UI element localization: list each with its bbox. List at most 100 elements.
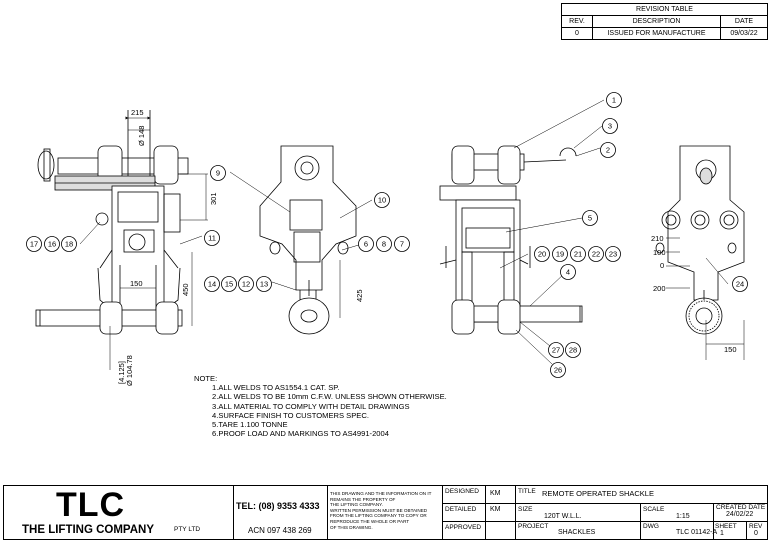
svg-text:7: 7 <box>400 240 404 249</box>
front-view-middle <box>259 145 357 335</box>
rev-header: REV. <box>561 15 593 28</box>
svg-text:26: 26 <box>554 366 562 375</box>
item-balloon-2: 2 <box>600 142 616 158</box>
item-balloon-19: 19 <box>552 246 568 262</box>
side-view-left <box>35 110 189 335</box>
item-balloon-20: 20 <box>534 246 550 262</box>
svg-text:4: 4 <box>566 268 570 277</box>
svg-text:24: 24 <box>736 280 744 289</box>
svg-text:14: 14 <box>208 280 216 289</box>
project-value: SHACKLES <box>558 529 596 536</box>
notes-heading: NOTE: <box>194 374 218 383</box>
description-header: DESCRIPTION <box>592 15 721 28</box>
scale-value: 1:15 <box>676 513 690 520</box>
item-balloon-10: 10 <box>374 192 390 208</box>
drawing-notes: NOTE: 1.ALL WELDS TO AS1554.1 CAT. SP. 2… <box>194 374 447 438</box>
item-balloon-23: 23 <box>605 246 621 262</box>
item-balloon-14: 14 <box>204 276 220 292</box>
project-label: PROJECT <box>518 523 549 530</box>
title-label: TITLE <box>518 488 536 495</box>
note-6: 6.PROOF LOAD AND MARKINGS TO AS4991-2004 <box>212 429 389 439</box>
svg-text:17: 17 <box>30 240 38 249</box>
designed-value: KM <box>490 490 501 497</box>
dim-200: 200 <box>653 284 666 293</box>
item-balloon-9: 9 <box>210 165 226 181</box>
svg-text:13: 13 <box>260 280 268 289</box>
svg-text:16: 16 <box>48 240 56 249</box>
scale-label: SCALE <box>643 506 665 513</box>
item-balloon-24: 24 <box>732 276 748 292</box>
copyright-notice: THIS DRAWING AND THE INFORMATION ON IT R… <box>330 491 432 530</box>
detailed-label: DETAILED <box>445 506 477 513</box>
acn: ACN 097 438 269 <box>248 526 312 535</box>
svg-text:5: 5 <box>588 214 592 223</box>
note-1: 1.ALL WELDS TO AS1554.1 CAT. SP. <box>212 383 340 393</box>
svg-text:15: 15 <box>225 280 233 289</box>
dim-4125: [4.125] <box>117 361 126 384</box>
note-2: 2.ALL WELDS TO BE 10mm C.F.W. UNLESS SHO… <box>212 392 447 402</box>
note-5: 5.TARE 1.100 TONNE <box>212 420 288 430</box>
svg-text:28: 28 <box>569 346 577 355</box>
dim-10478: Ø 104.78 <box>125 355 134 386</box>
company-name: THE LIFTING COMPANY <box>22 524 155 536</box>
note-3: 3.ALL MATERIAL TO COMPLY WITH DETAIL DRA… <box>212 401 410 411</box>
title-value: REMOTE OPERATED SHACKLE <box>542 489 654 498</box>
item-balloon-12: 12 <box>238 276 254 292</box>
item-balloon-4: 4 <box>560 264 576 280</box>
dim-0: 0 <box>660 261 664 270</box>
item-balloon-11: 11 <box>204 230 220 246</box>
company-pty: PTY LTD <box>174 526 201 533</box>
item-balloon-6: 6 <box>358 236 374 252</box>
svg-text:23: 23 <box>609 250 617 259</box>
svg-text:22: 22 <box>592 250 600 259</box>
item-balloon-28: 28 <box>565 342 581 358</box>
size-value: 120T W.L.L. <box>544 513 582 520</box>
telephone: TEL: (08) 9353 4333 <box>236 501 320 511</box>
svg-text:10: 10 <box>378 196 386 205</box>
item-balloon-26: 26 <box>550 362 566 378</box>
dim-150-right: 150 <box>724 345 737 354</box>
dim-210: 210 <box>651 234 664 243</box>
created-date-label: CREATED DATE <box>716 504 766 511</box>
svg-text:20: 20 <box>538 250 546 259</box>
company-logo: TLC <box>56 486 126 524</box>
svg-text:1: 1 <box>612 96 616 105</box>
item-balloon-27: 27 <box>548 342 564 358</box>
detailed-value: KM <box>490 506 501 513</box>
dim-425: 425 <box>355 289 364 302</box>
item-balloon-15: 15 <box>221 276 237 292</box>
side-view-right <box>439 145 583 335</box>
designed-label: DESIGNED <box>445 488 479 495</box>
sheet-value: 1 <box>720 530 724 537</box>
date-value: 09/03/22 <box>720 27 768 40</box>
revision-table: REVISION TABLE REV. DESCRIPTION DATE 0 I… <box>561 3 768 40</box>
item-balloon-7: 7 <box>394 236 410 252</box>
item-balloon-16: 16 <box>44 236 60 252</box>
svg-text:6: 6 <box>364 240 368 249</box>
rev-value: 0 <box>561 27 593 40</box>
size-label: SIZE <box>518 506 533 513</box>
svg-text:21: 21 <box>574 250 582 259</box>
created-date-value: 24/02/22 <box>726 511 754 518</box>
svg-text:11: 11 <box>208 234 216 243</box>
note-4: 4.SURFACE FINISH TO CUSTOMERS SPEC. <box>212 410 369 420</box>
dwg-value: TLC 01142-A <box>676 529 718 536</box>
item-balloon-8: 8 <box>376 236 392 252</box>
dim-301: 301 <box>209 192 218 205</box>
svg-text:12: 12 <box>242 280 250 289</box>
dim-450: 450 <box>181 283 190 296</box>
svg-text:19: 19 <box>556 250 564 259</box>
svg-text:8: 8 <box>382 240 386 249</box>
item-balloon-13: 13 <box>256 276 272 292</box>
rev-number: 0 <box>754 530 758 537</box>
dim-148: Ø 148 <box>137 126 146 146</box>
item-balloon-17: 17 <box>26 236 42 252</box>
svg-text:18: 18 <box>65 240 73 249</box>
dim-100: 100 <box>653 248 666 257</box>
svg-text:3: 3 <box>608 122 612 131</box>
description-value: ISSUED FOR MANUFACTURE <box>592 27 721 40</box>
item-balloon-21: 21 <box>570 246 586 262</box>
front-view-right <box>655 145 745 335</box>
sheet-label: SHEET <box>715 523 737 530</box>
